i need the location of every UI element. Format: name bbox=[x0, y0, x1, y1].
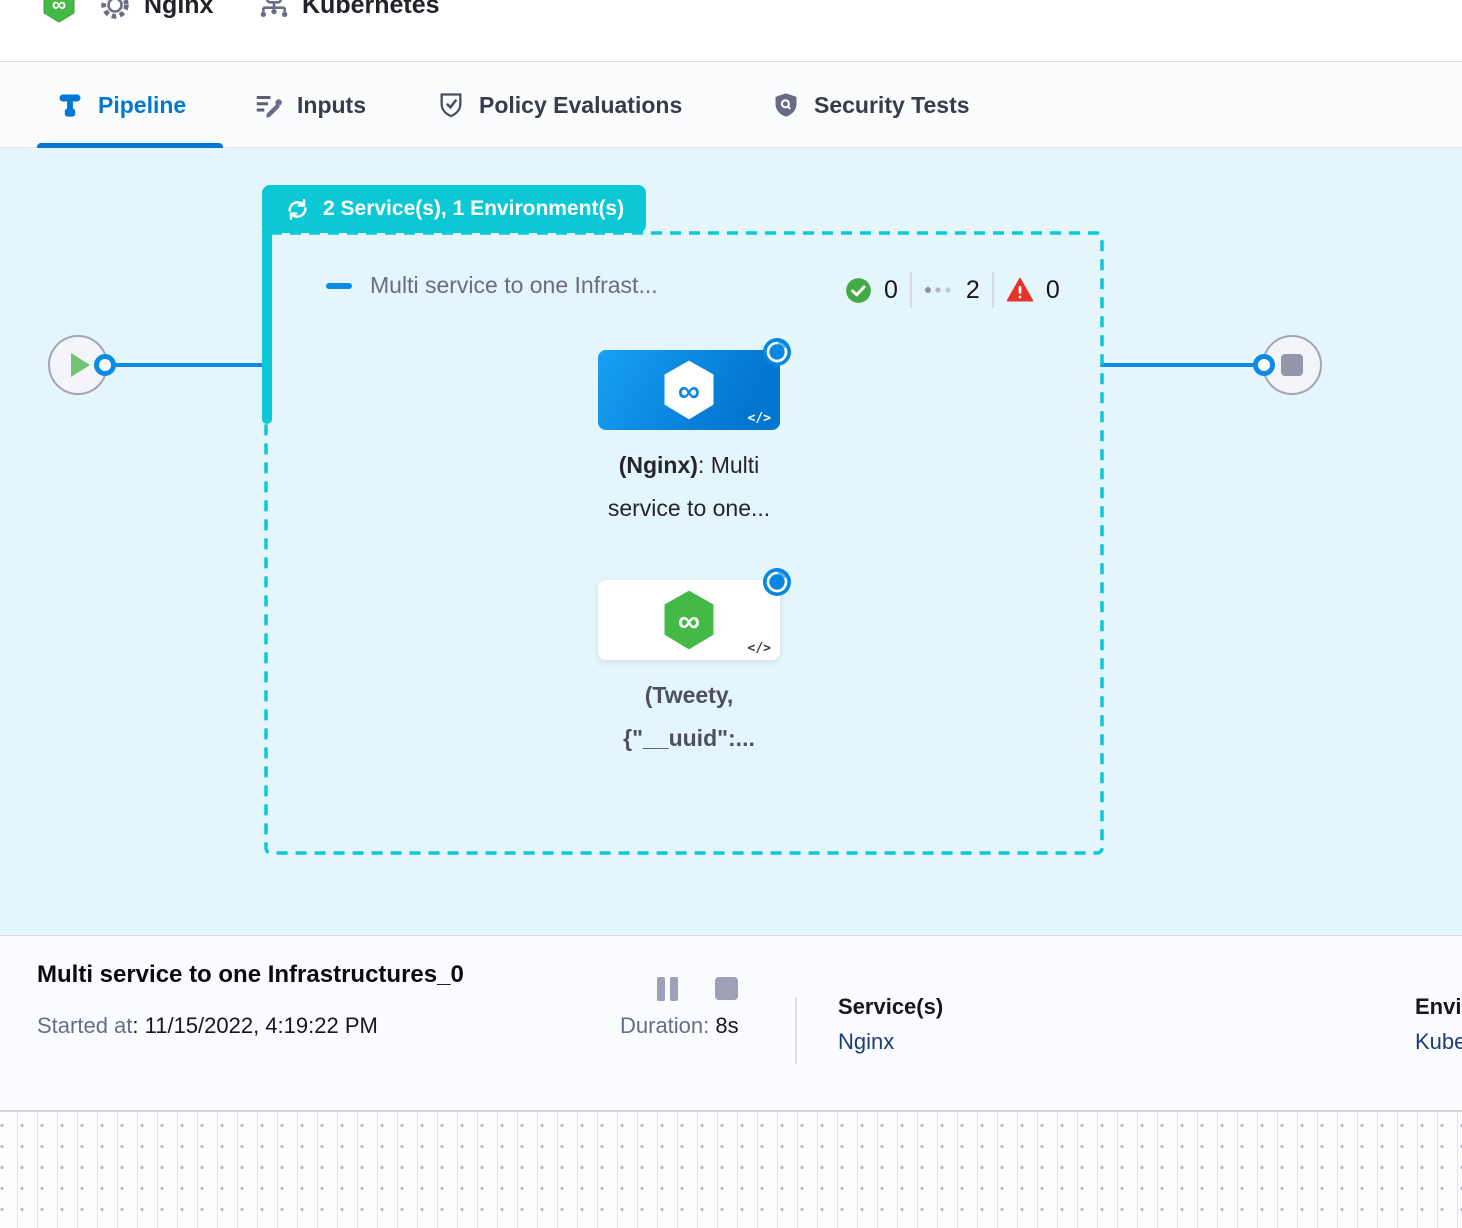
shield-check-icon bbox=[437, 90, 465, 120]
harness-service-icon: ∞ bbox=[660, 359, 718, 421]
tweety-running-spinner bbox=[761, 566, 793, 598]
end-connector-dot[interactable] bbox=[1253, 354, 1275, 376]
tab-inputs-label: Inputs bbox=[297, 92, 366, 119]
pipeline-logo: ∞ bbox=[42, 0, 76, 24]
code-icon: </> bbox=[748, 641, 771, 656]
stage-status-counts: 0 2 0 bbox=[845, 270, 1060, 310]
edge-stage-to-end bbox=[1100, 363, 1258, 367]
svg-text:∞: ∞ bbox=[678, 373, 700, 408]
collapse-stage-icon[interactable] bbox=[326, 283, 352, 289]
tab-security-tests-label: Security Tests bbox=[814, 92, 970, 119]
svg-text:∞: ∞ bbox=[52, 0, 66, 16]
footer-divider bbox=[795, 998, 797, 1064]
running-count: 2 bbox=[966, 276, 980, 305]
duration-label: Duration: bbox=[620, 1013, 709, 1038]
duration-line: Duration: 8s bbox=[620, 1013, 739, 1039]
pipeline-canvas[interactable]: 2 Service(s), 1 Environment(s) Multi ser… bbox=[0, 148, 1462, 935]
entity-header: ∞ Nginx Kubernetes bbox=[0, 0, 1462, 62]
log-canvas-grid[interactable] bbox=[0, 1112, 1462, 1228]
services-environments-badge[interactable]: 2 Service(s), 1 Environment(s) bbox=[262, 185, 646, 233]
count-divider bbox=[910, 272, 912, 308]
tab-inputs[interactable]: Inputs bbox=[253, 62, 366, 148]
svg-text:∞: ∞ bbox=[678, 603, 700, 638]
tab-pipeline[interactable]: Pipeline bbox=[56, 62, 186, 148]
stage-header: Multi service to one Infrast... bbox=[326, 272, 658, 299]
edge-start-to-stage bbox=[105, 363, 268, 367]
harness-service-icon: ∞ bbox=[660, 589, 718, 651]
gear-icon bbox=[98, 0, 132, 22]
tab-bar: Pipeline Inputs Policy Evaluations Secur… bbox=[0, 62, 1462, 148]
environments-link[interactable]: Kubernetes bbox=[1415, 1029, 1462, 1055]
execution-footer: Multi service to one Infrastructures_0 S… bbox=[0, 935, 1462, 1112]
play-icon bbox=[71, 353, 90, 377]
execution-title: Multi service to one Infrastructures_0 bbox=[37, 961, 464, 989]
environment-entity-label[interactable]: Kubernetes bbox=[302, 0, 440, 20]
environment-entity[interactable]: Kubernetes bbox=[258, 0, 440, 22]
pause-button[interactable] bbox=[657, 977, 681, 1001]
failed-count-icon bbox=[1006, 277, 1034, 304]
inputs-icon bbox=[253, 90, 283, 120]
stop-icon bbox=[1281, 354, 1303, 376]
tab-security-tests[interactable]: Security Tests bbox=[772, 62, 970, 148]
start-connector-dot[interactable] bbox=[94, 354, 116, 376]
count-divider bbox=[992, 272, 994, 308]
running-count-icon bbox=[924, 284, 954, 296]
pipeline-icon bbox=[56, 90, 84, 120]
stage-selection-border bbox=[264, 231, 1104, 855]
code-icon: </> bbox=[748, 411, 771, 426]
services-environments-badge-label: 2 Service(s), 1 Environment(s) bbox=[323, 197, 624, 221]
services-link[interactable]: Nginx bbox=[838, 1029, 894, 1055]
abort-button[interactable] bbox=[715, 977, 738, 1000]
tab-pipeline-label: Pipeline bbox=[98, 92, 186, 119]
services-label: Service(s) bbox=[838, 994, 943, 1020]
duration-value: 8s bbox=[715, 1013, 738, 1038]
stage-title[interactable]: Multi service to one Infrast... bbox=[370, 272, 658, 299]
tab-policy-evaluations-label: Policy Evaluations bbox=[479, 92, 682, 119]
node-nginx-label: (Nginx): Multi service to one... bbox=[529, 444, 849, 530]
harness-logo-icon: ∞ bbox=[42, 0, 76, 24]
started-at-value: : 11/15/2022, 4:19:22 PM bbox=[132, 1013, 377, 1038]
nginx-running-spinner bbox=[761, 336, 793, 368]
service-entity[interactable]: Nginx bbox=[98, 0, 213, 22]
success-count-icon bbox=[845, 277, 872, 304]
service-entity-label[interactable]: Nginx bbox=[144, 0, 213, 20]
failed-count: 0 bbox=[1046, 276, 1060, 305]
node-tweety[interactable]: ∞ </> bbox=[598, 580, 780, 660]
started-at-line: Started at: 11/15/2022, 4:19:22 PM bbox=[37, 1013, 378, 1039]
environments-label: Environment(s) bbox=[1415, 994, 1462, 1020]
tab-policy-evaluations[interactable]: Policy Evaluations bbox=[437, 62, 682, 148]
started-at-label: Started at bbox=[37, 1013, 132, 1038]
shield-scan-icon bbox=[772, 90, 800, 120]
redeploy-loop-icon bbox=[284, 196, 311, 223]
kubernetes-icon bbox=[258, 0, 290, 22]
node-nginx[interactable]: ∞ </> bbox=[598, 350, 780, 430]
node-tweety-label: (Tweety, {"__uuid":... bbox=[529, 674, 849, 760]
success-count: 0 bbox=[884, 276, 898, 305]
